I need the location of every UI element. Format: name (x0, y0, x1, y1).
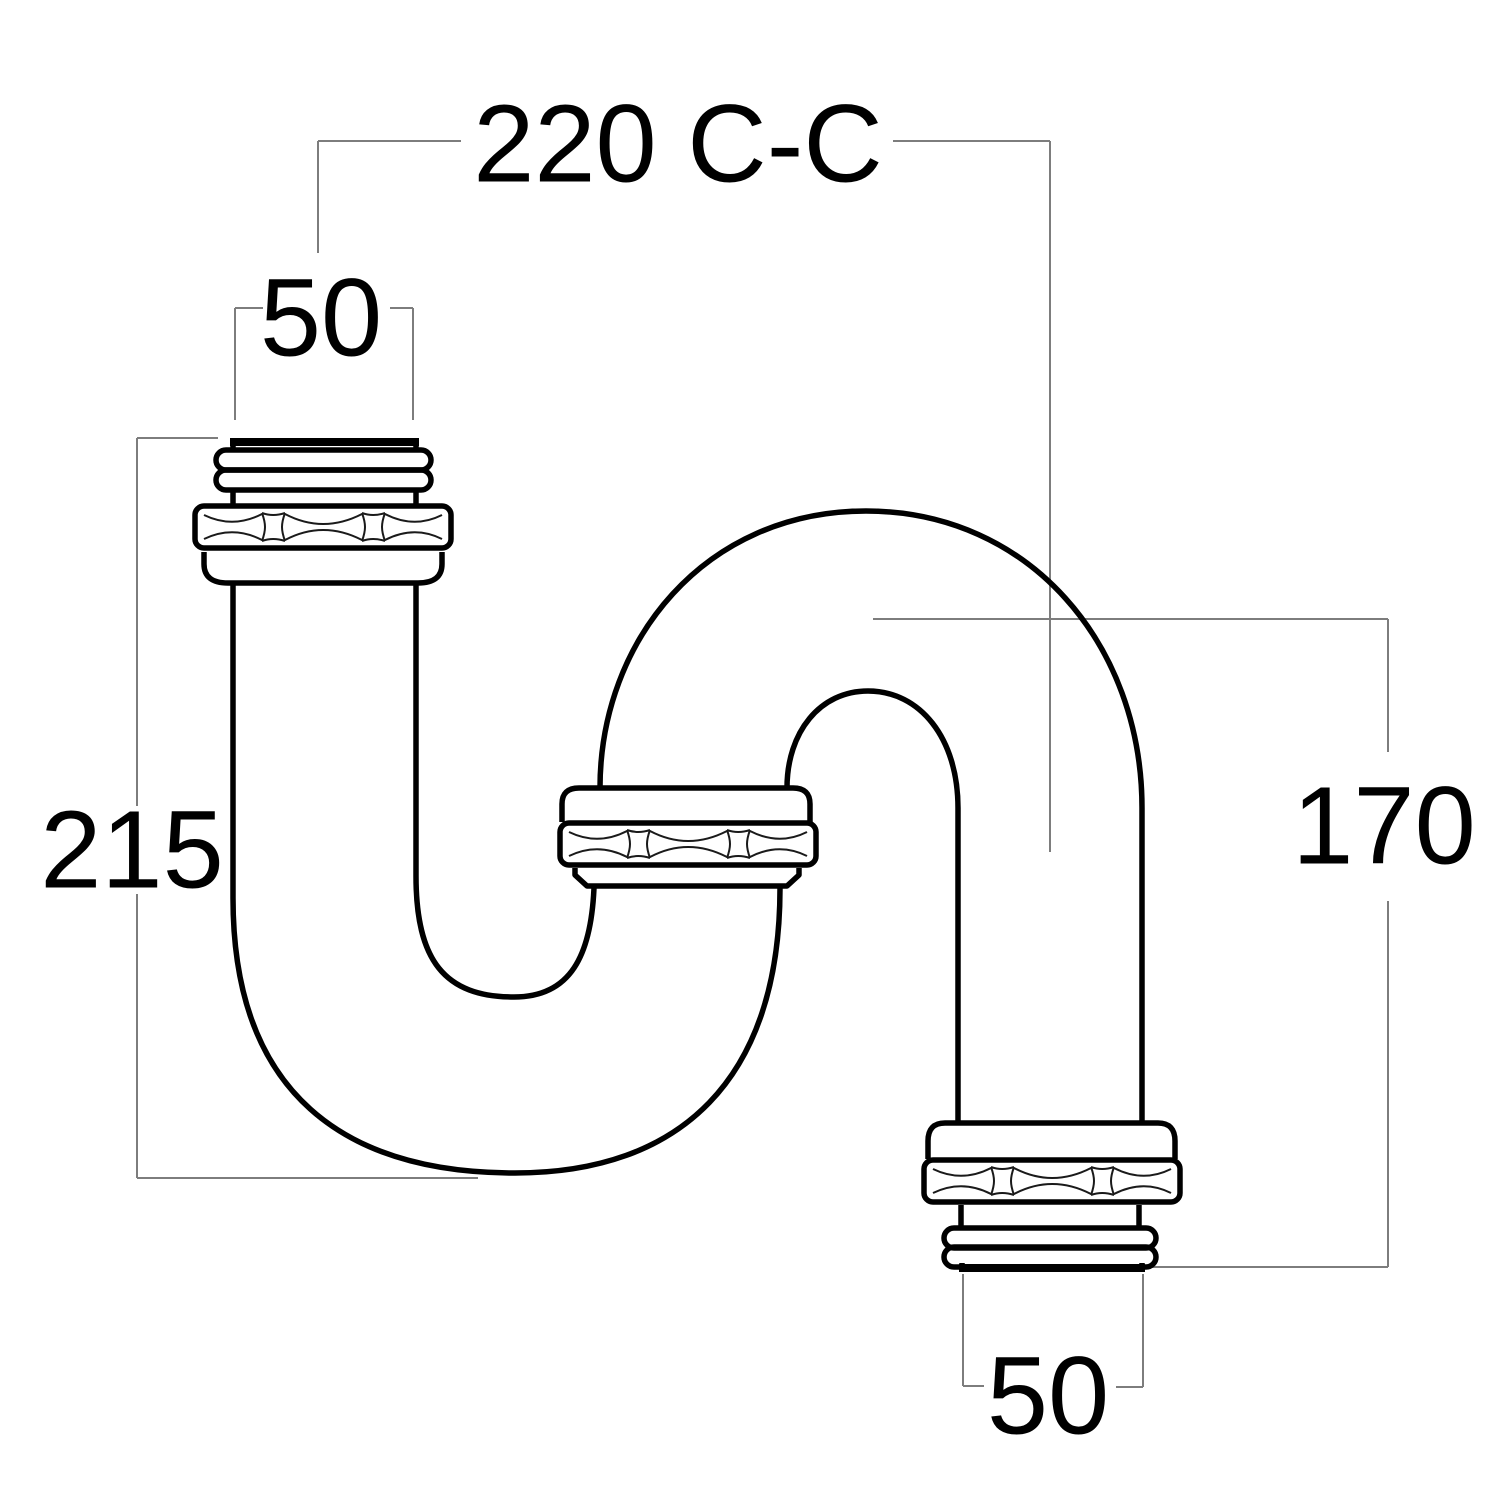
over-bend (597, 508, 1145, 1125)
middle-collar (559, 785, 813, 822)
dim-outlet-50-lines (962, 1274, 1144, 1388)
inlet-skirt (201, 552, 445, 586)
trap-body (195, 438, 1180, 1272)
outlet-hex-nut (924, 1160, 1180, 1202)
dim-inlet-50-lines (234, 307, 414, 420)
inlet-neck (230, 489, 419, 504)
label-outlet-od: 50 (987, 1335, 1109, 1458)
dim-215-lines (136, 437, 478, 1179)
dimension-lines (136, 140, 1389, 1388)
dim-170-lines (873, 618, 1389, 1268)
label-inlet-od: 50 (260, 257, 382, 380)
inlet-o-ring-lower (213, 467, 434, 493)
label-outlet-height: 170 (1292, 765, 1476, 888)
u-bend-outer-wall (230, 583, 783, 1176)
label-overall-height: 215 (40, 789, 224, 912)
middle-hex-nut (560, 823, 816, 865)
u-bend-inner-wall (413, 583, 597, 1000)
u-bend (230, 583, 783, 1176)
outlet-collar (925, 1120, 1178, 1159)
middle-union-fitting (559, 785, 816, 889)
outlet-fitting (924, 1120, 1180, 1272)
label-center-to-center: 220 C-C (473, 83, 883, 206)
middle-skirt (572, 868, 802, 889)
dimension-labels: 220 C-C 50 215 170 50 (40, 83, 1476, 1458)
over-bend-inner-wall (784, 688, 961, 1125)
inlet-o-ring-upper (213, 447, 434, 473)
dim-220cc-lines (317, 140, 1051, 852)
inlet-hex-nut (195, 506, 451, 548)
over-bend-outer-wall (597, 508, 1145, 1125)
inlet-fitting (195, 438, 451, 586)
